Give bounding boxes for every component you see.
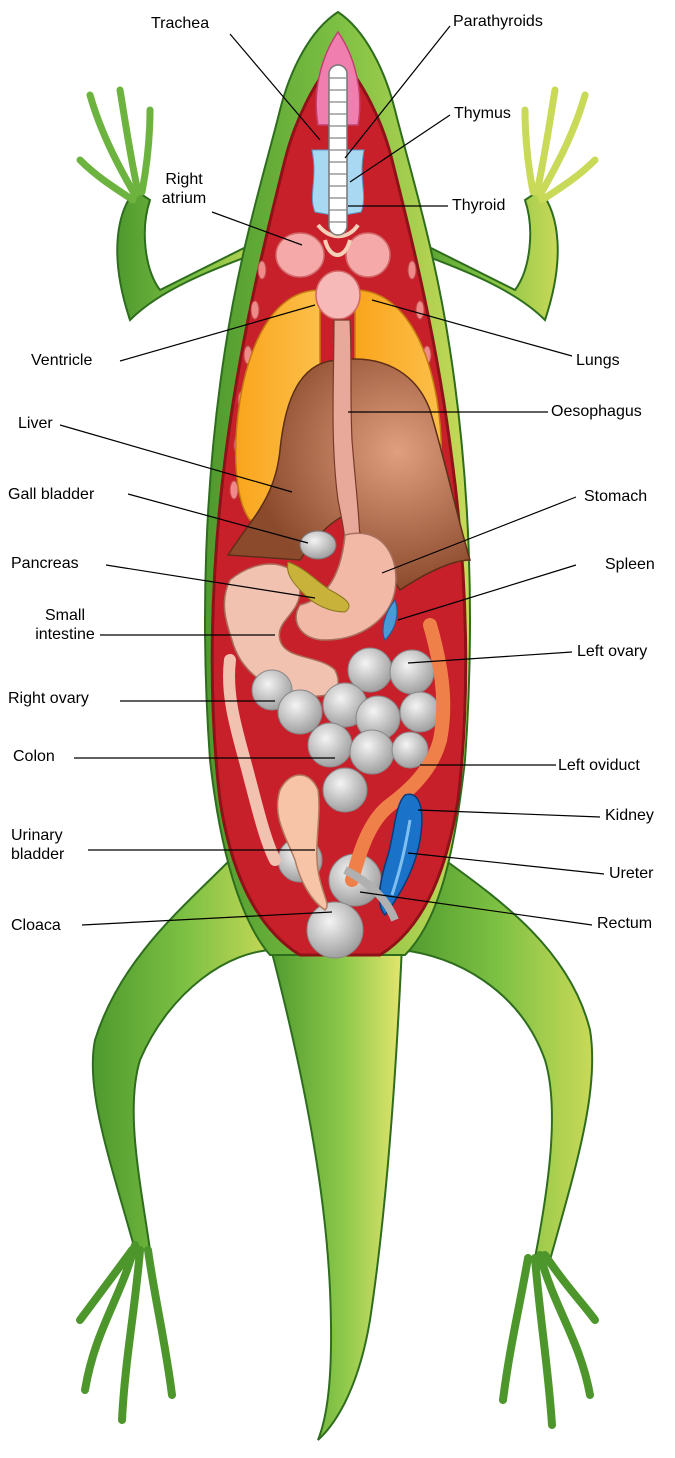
trachea-organ — [329, 65, 347, 235]
label-ventricle: Ventricle — [31, 351, 92, 370]
label-left-oviduct: Left oviduct — [558, 756, 640, 775]
label-liver: Liver — [18, 414, 53, 433]
label-spleen: Spleen — [605, 555, 655, 574]
label-right-ovary: Right ovary — [8, 689, 89, 708]
label-small-intestine-line2: intestine — [28, 625, 102, 644]
label-ureter: Ureter — [609, 864, 653, 883]
label-thymus: Thymus — [454, 104, 511, 123]
label-lungs: Lungs — [576, 351, 620, 370]
label-right-atrium: Right atrium — [156, 170, 212, 208]
label-right-atrium-line1: Right — [156, 170, 212, 189]
label-colon: Colon — [13, 747, 55, 766]
label-small-intestine-line1: Small — [28, 606, 102, 625]
label-cloaca: Cloaca — [11, 916, 61, 935]
label-urinary-bladder-line2: bladder — [11, 845, 91, 864]
label-gall-bladder: Gall bladder — [8, 485, 94, 504]
label-stomach: Stomach — [584, 487, 647, 506]
label-rectum: Rectum — [597, 914, 652, 933]
label-right-atrium-line2: atrium — [156, 189, 212, 208]
label-thyroid: Thyroid — [452, 196, 505, 215]
gall-bladder-organ — [300, 531, 336, 559]
label-oesophagus: Oesophagus — [551, 402, 642, 421]
label-pancreas: Pancreas — [11, 554, 79, 573]
label-kidney: Kidney — [605, 806, 654, 825]
label-urinary-bladder-line1: Urinary — [11, 826, 91, 845]
label-urinary-bladder: Urinary bladder — [11, 826, 91, 864]
label-trachea: Trachea — [151, 14, 209, 33]
label-parathyroids: Parathyroids — [453, 12, 543, 31]
label-small-intestine: Small intestine — [28, 606, 102, 644]
label-left-ovary: Left ovary — [577, 642, 647, 661]
